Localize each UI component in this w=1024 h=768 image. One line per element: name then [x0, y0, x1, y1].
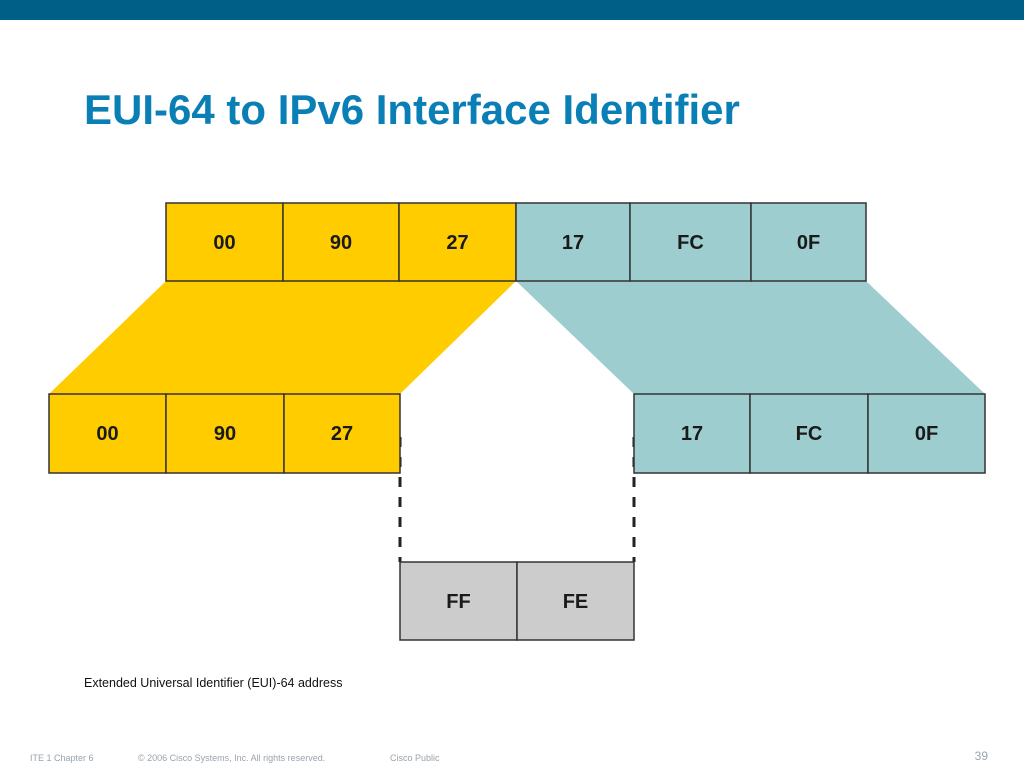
mac-byte-2-label: 90 — [330, 232, 352, 254]
slide-title: EUI-64 to IPv6 Interface Identifier — [84, 86, 740, 133]
inserted-byte-1-label: FF — [446, 591, 470, 613]
mac-byte-3 — [398, 202, 517, 282]
oui-connector — [49, 281, 516, 394]
eui64-oui-byte-3-label: 27 — [331, 423, 353, 445]
diagram-caption: Extended Universal Identifier (EUI)-64 a… — [84, 676, 343, 690]
mac-byte-5-label: FC — [677, 232, 704, 254]
mac-address-row: 00 90 27 17 FC 0F — [165, 202, 867, 282]
eui64-oui-byte-1-label: 00 — [96, 423, 118, 445]
page-number: 39 — [974, 749, 988, 763]
mac-byte-4-label: 17 — [562, 232, 584, 254]
mac-byte-1-label: 00 — [213, 232, 235, 254]
eui64-device-byte-1 — [633, 393, 751, 474]
mac-byte-3-label: 27 — [446, 232, 468, 254]
eui64-device-byte-3 — [867, 393, 986, 474]
eui64-device-byte-3-label: 0F — [915, 423, 938, 445]
footer-copyright: © 2006 Cisco Systems, Inc. All rights re… — [138, 753, 326, 763]
inserted-fffe-row: FF FE — [399, 561, 635, 641]
mac-byte-5 — [629, 202, 752, 282]
eui64-device-byte-2 — [749, 393, 869, 474]
eui64-oui-byte-3 — [283, 393, 401, 474]
inserted-byte-2 — [516, 561, 635, 641]
eui64-oui-byte-1 — [48, 393, 167, 474]
top-bar — [0, 0, 1024, 20]
inserted-byte-1 — [399, 561, 518, 641]
eui64-oui-row: 00 90 27 — [48, 393, 401, 474]
eui64-device-byte-1-label: 17 — [681, 423, 703, 445]
mac-byte-6 — [750, 202, 867, 282]
eui64-device-byte-2-label: FC — [796, 423, 823, 445]
device-connector — [516, 281, 985, 394]
footer-chapter: ITE 1 Chapter 6 — [30, 753, 94, 763]
eui64-oui-byte-2-label: 90 — [214, 423, 236, 445]
eui64-device-row: 17 FC 0F — [633, 393, 986, 474]
eui64-oui-byte-2 — [165, 393, 285, 474]
inserted-byte-2-label: FE — [563, 591, 589, 613]
footer-classification: Cisco Public — [390, 753, 440, 763]
mac-byte-2 — [282, 202, 400, 282]
mac-byte-6-label: 0F — [797, 232, 820, 254]
